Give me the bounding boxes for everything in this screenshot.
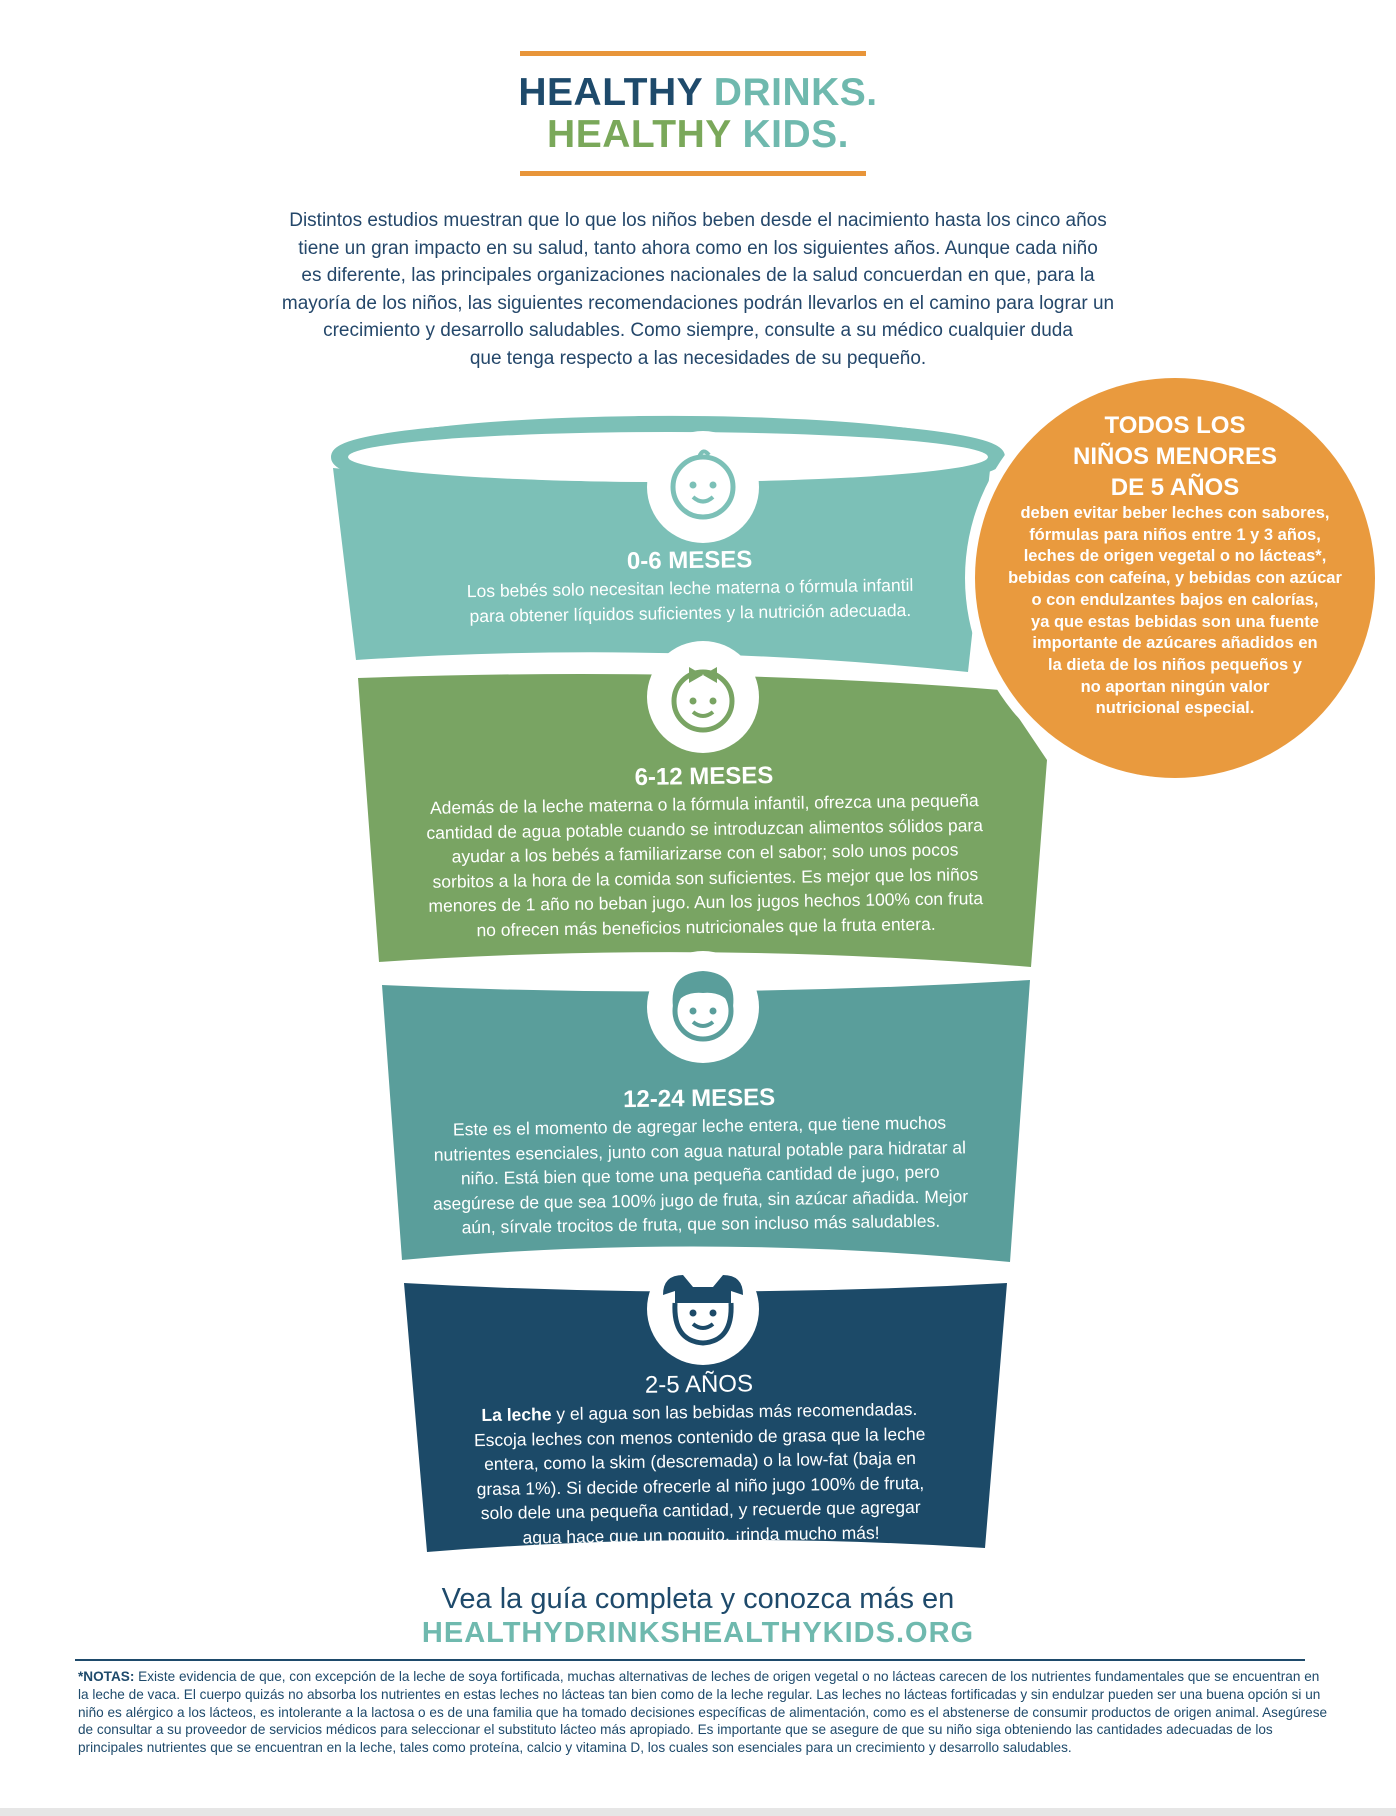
title-line-2: HEALTHY KIDS. [0, 113, 1396, 157]
callout-heading-line: TODOS LOS [1104, 412, 1246, 439]
bold-lead: La leche [481, 1404, 552, 1426]
intro-line: Distintos estudios muestran que lo que l… [289, 210, 1107, 231]
stage-6-12: 6-12 MESES Además de la leche materna o … [389, 758, 1021, 944]
intro-line: crecimiento y desarrollo saludables. Com… [323, 320, 1073, 341]
footer-divider [75, 1659, 1305, 1661]
intro-line: mayoría de los niños, las siguientes rec… [281, 292, 1115, 314]
girl-pigtails-icon [647, 1253, 759, 1365]
callout-line: deben evitar beber leches con sabores, [1020, 504, 1330, 522]
title-word: KIDS. [742, 113, 849, 156]
intro-paragraph: Distintos estudios muestran que lo que l… [198, 207, 1198, 372]
cup-band-2-5 [404, 1283, 1007, 1552]
page-bottom-edge [0, 1808, 1396, 1816]
callout-heading: TODOS LOS NIÑOS MENORES DE 5 AÑOS [975, 410, 1375, 503]
footer-cta: Vea la guía completa y conozca más en [441, 1583, 955, 1615]
callout-line: o con endulzantes bajos en calorías, [1031, 590, 1319, 609]
callout-line: nutricional especial. [1095, 699, 1255, 718]
title-word: DRINKS. [713, 71, 878, 114]
title-bottom-rule [520, 171, 866, 176]
stage-text-rest: y el agua son las bebidas más recomendad… [551, 1398, 918, 1425]
callout-under-5: TODOS LOS NIÑOS MENORES DE 5 AÑOS deben … [975, 410, 1375, 720]
callout-line: ya que estas bebidas son una fuente [1031, 612, 1319, 631]
title-top-rule [520, 51, 866, 56]
callout-heading-line: DE 5 AÑOS [1110, 474, 1240, 501]
intro-line: es diferente, las principales organizaci… [301, 265, 1095, 286]
callout-line: importante de azúcares añadidos en [1032, 634, 1318, 653]
stage-2-5: 2-5 AÑOS La leche y el agua son las bebi… [429, 1366, 971, 1551]
callout-body: deben evitar beber leches con sabores, f… [975, 503, 1375, 720]
callout-line: bebidas con cafeína, y bebidas con azúca… [1008, 569, 1342, 588]
cup-band-0-6 [333, 468, 990, 672]
baby-girl-bow-icon [647, 641, 759, 753]
notes-text: Existe evidencia de que, con excepción d… [78, 1669, 1328, 1756]
intro-line: tiene un gran impacto en su salud, tanto… [298, 237, 1098, 259]
cup-band-6-12 [358, 674, 1047, 967]
callout-line: leches de origen vegetal o no lácteas*, [1023, 547, 1327, 566]
callout-line: fórmulas para niños entre 1 y 3 años, [1029, 525, 1321, 544]
callout-heading-line: NIÑOS MENORES [1072, 443, 1278, 470]
cup-band-12-24 [382, 980, 1030, 1262]
title-word: HEALTHY [518, 71, 703, 114]
curly-hair-toddler-icon [647, 951, 759, 1063]
website-link[interactable]: HEALTHYDRINKSHEALTHYKIDS.ORG [421, 1617, 975, 1649]
intro-line: que tenga respecto a las necesidades de … [469, 347, 927, 369]
callout-line: no aportan ningún valor [1080, 677, 1270, 696]
notes-label: *NOTAS: [78, 1669, 135, 1684]
baby-face-icon [647, 431, 759, 543]
stage-0-6: 0-6 MESES Los bebés solo necesitan leche… [419, 542, 960, 629]
stage-12-24: 12-24 MESES Este es el momento de agrega… [404, 1080, 996, 1241]
footnotes: *NOTAS: Existe evidencia de que, con exc… [78, 1668, 1328, 1757]
title-line-1: HEALTHY DRINKS. [0, 71, 1396, 115]
title-word: HEALTHY [547, 113, 732, 156]
callout-line: la dieta de los niños pequeños y [1048, 655, 1302, 674]
